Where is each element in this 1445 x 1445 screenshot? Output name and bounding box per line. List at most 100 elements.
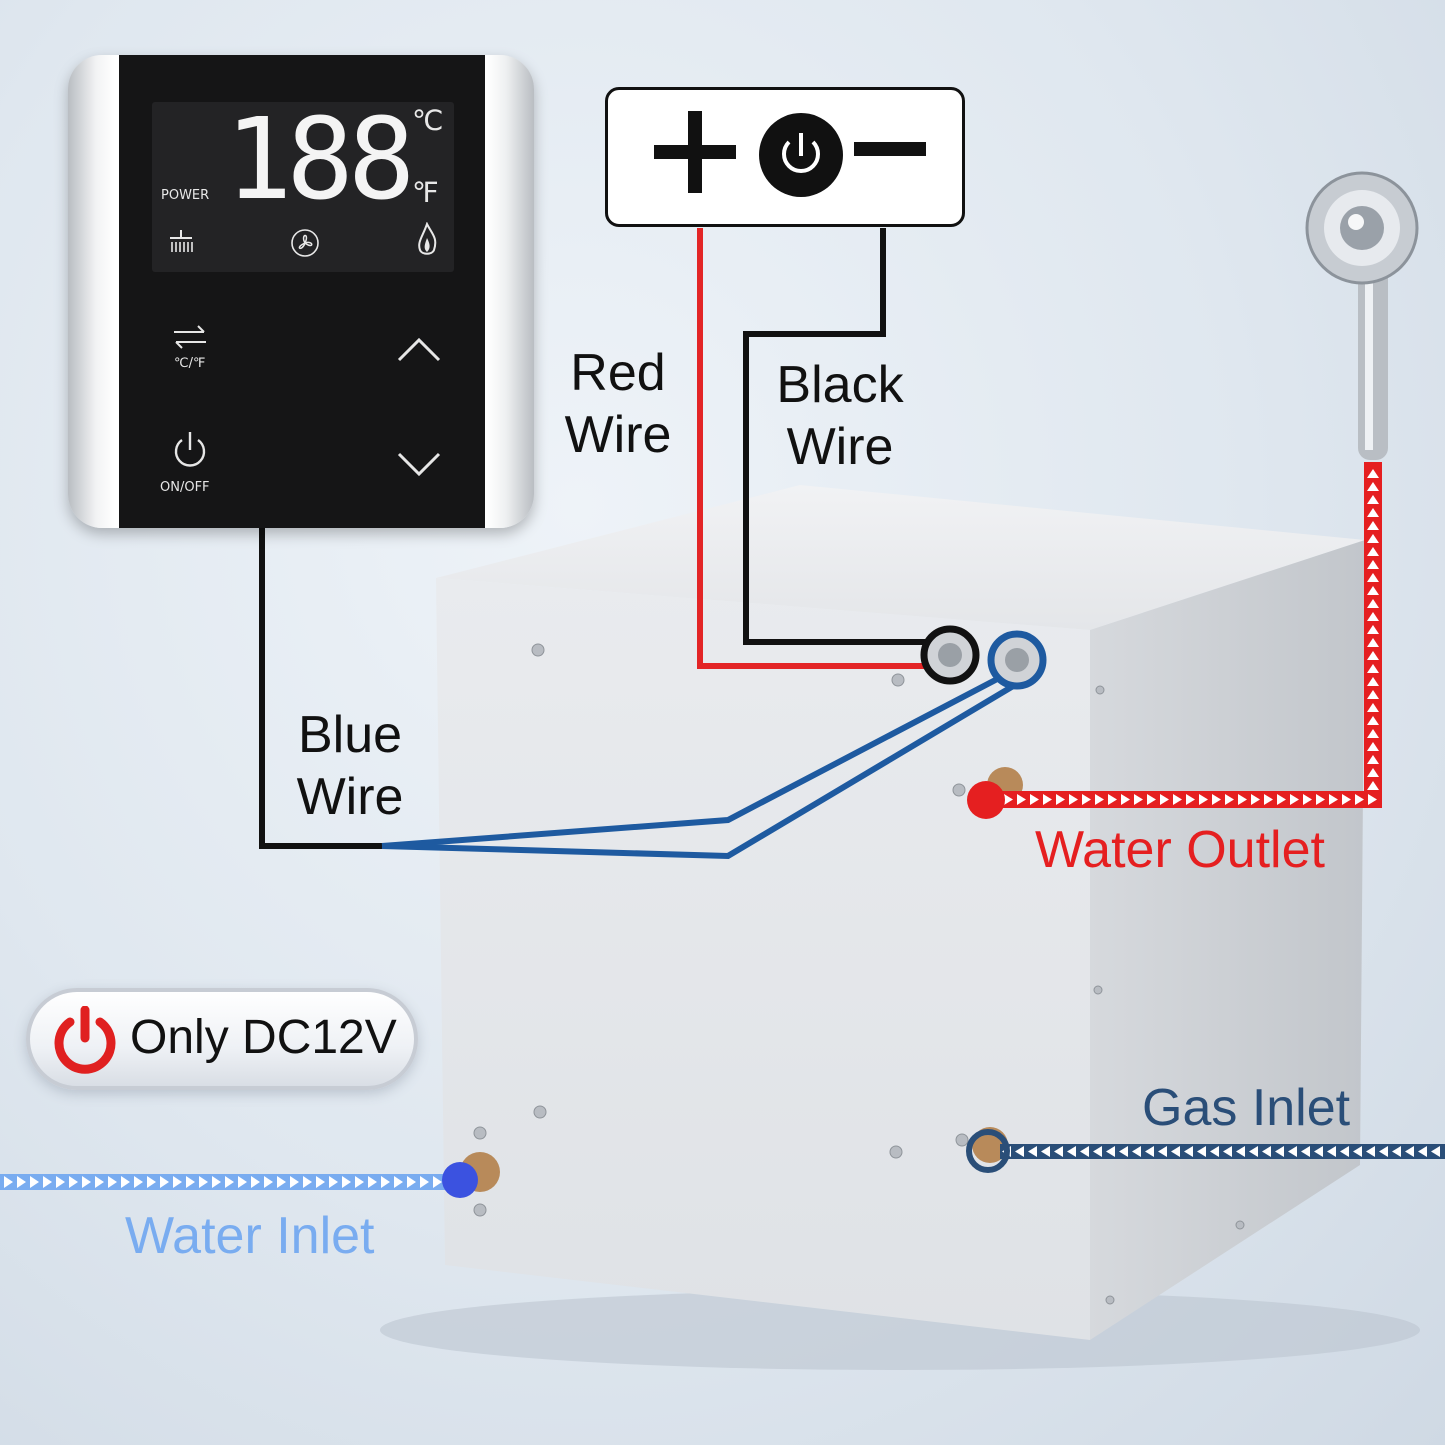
- flow-arrow: [1171, 1146, 1180, 1157]
- flow-arrow: [1367, 716, 1379, 725]
- gas-inlet-label: Gas Inlet: [1142, 1079, 1351, 1137]
- flow-arrow: [1147, 794, 1156, 805]
- flow-arrow: [1367, 508, 1379, 517]
- flow-arrow: [1288, 1146, 1297, 1157]
- flow-arrow: [1367, 521, 1379, 530]
- flow-arrow: [95, 1176, 104, 1188]
- flow-arrow: [212, 1176, 221, 1188]
- flow-arrow: [1368, 794, 1377, 805]
- flow-arrow: [1303, 794, 1312, 805]
- flow-arrow: [1355, 794, 1364, 805]
- flow-arrow: [1158, 1146, 1167, 1157]
- flow-arrow: [1392, 1146, 1401, 1157]
- flow-arrow: [1134, 794, 1143, 805]
- flow-arrow: [1367, 664, 1379, 673]
- flow-arrow: [303, 1176, 312, 1188]
- flow-arrow: [264, 1176, 273, 1188]
- flow-arrow: [1290, 794, 1299, 805]
- water-outlet-port: [967, 781, 1005, 819]
- flow-arrow: [1275, 1146, 1284, 1157]
- flow-arrow: [420, 1176, 429, 1188]
- flow-arrow: [1197, 1146, 1206, 1157]
- flow-arrow: [1119, 1146, 1128, 1157]
- flow-arrow: [1367, 690, 1379, 699]
- red-wire-label-line1: Red: [570, 344, 666, 402]
- flow-arrow: [1367, 586, 1379, 595]
- flow-arrow: [1327, 1146, 1336, 1157]
- flow-arrow: [56, 1176, 65, 1188]
- flow-arrow: [1017, 794, 1026, 805]
- flow-arrow: [1080, 1146, 1089, 1157]
- flow-arrow: [1340, 1146, 1349, 1157]
- flow-arrow: [1106, 1146, 1115, 1157]
- flow-arrow: [1367, 469, 1379, 478]
- flow-arrow: [1367, 625, 1379, 634]
- flow-arrow: [1301, 1146, 1310, 1157]
- shower-icon: [170, 230, 193, 252]
- flow-arrow: [1342, 794, 1351, 805]
- celsius-indicator: ℃: [412, 104, 444, 137]
- flow-arrow: [43, 1176, 52, 1188]
- chevron-down-icon[interactable]: [396, 450, 442, 480]
- flow-arrow: [1367, 573, 1379, 582]
- unit-toggle-button[interactable]: ℃/℉: [170, 322, 214, 378]
- blue-wire-label: Blue Wire: [280, 704, 420, 828]
- flow-arrow: [186, 1176, 195, 1188]
- flow-arrow: [394, 1176, 403, 1188]
- flow-arrow: [1004, 794, 1013, 805]
- flow-arrow: [1367, 755, 1379, 764]
- flow-arrow: [329, 1176, 338, 1188]
- flow-arrow: [1028, 1146, 1037, 1157]
- flow-arrow: [1431, 1146, 1440, 1157]
- flow-arrow: [69, 1176, 78, 1188]
- blue-wire-label-line2: Wire: [296, 768, 404, 826]
- flow-arrow: [1210, 1146, 1219, 1157]
- blue-wire-return: [381, 679, 1022, 860]
- flow-arrow: [1367, 482, 1379, 491]
- red-wire-label: Red Wire: [548, 342, 688, 466]
- flow-arrow: [1264, 794, 1273, 805]
- flow-arrow: [1367, 677, 1379, 686]
- power-button[interactable]: ON/OFF: [160, 430, 220, 500]
- flow-arrow: [407, 1176, 416, 1188]
- swap-arrows-icon: [174, 325, 206, 349]
- water-inlet-label: Water Inlet: [125, 1207, 375, 1265]
- flow-arrow: [1367, 729, 1379, 738]
- flow-arrow: [1082, 794, 1091, 805]
- flow-arrow: [1367, 495, 1379, 504]
- power-icon: [174, 432, 206, 467]
- flow-arrow: [1367, 742, 1379, 751]
- flow-arrow: [1277, 794, 1286, 805]
- power-icon: [54, 1006, 116, 1074]
- flow-arrow: [1043, 794, 1052, 805]
- unit-toggle-label: ℃/℉: [174, 356, 206, 371]
- flow-arrow: [1238, 794, 1247, 805]
- flow-arrow: [1236, 1146, 1245, 1157]
- flow-arrow: [1329, 794, 1338, 805]
- flow-arrow: [251, 1176, 260, 1188]
- black-wire-label-line2: Wire: [786, 418, 894, 476]
- gas-inlet-pipe: [1000, 1144, 1445, 1159]
- chevron-up-icon[interactable]: [396, 334, 442, 364]
- flow-arrow: [1418, 1146, 1427, 1157]
- flow-arrow: [316, 1176, 325, 1188]
- flow-arrow: [1405, 1146, 1414, 1157]
- flow-arrow: [1367, 703, 1379, 712]
- power-indicator-label: POWER: [161, 188, 210, 203]
- black-wire-label: Black Wire: [760, 354, 920, 478]
- flow-arrow: [1186, 794, 1195, 805]
- flow-arrow: [1145, 1146, 1154, 1157]
- flow-arrow: [1314, 1146, 1323, 1157]
- shower-head: [1305, 171, 1419, 460]
- flow-arrow: [1069, 794, 1078, 805]
- flow-arrow: [121, 1176, 130, 1188]
- fahrenheit-indicator: ℉: [412, 176, 439, 209]
- flow-arrow: [1223, 1146, 1232, 1157]
- flow-arrow: [381, 1176, 390, 1188]
- flow-arrow: [1212, 794, 1221, 805]
- flow-arrow: [199, 1176, 208, 1188]
- flow-arrow: [1199, 794, 1208, 805]
- flow-arrow: [1030, 794, 1039, 805]
